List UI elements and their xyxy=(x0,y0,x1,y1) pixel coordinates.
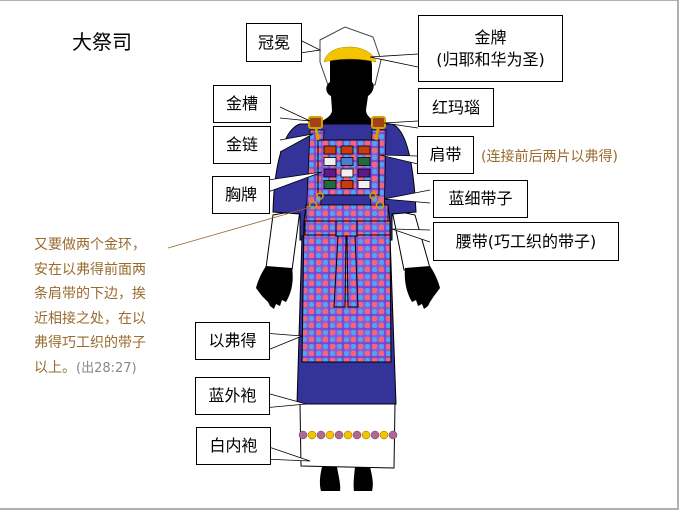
left-white-sleeve xyxy=(265,209,301,271)
breastplate-stone xyxy=(357,168,371,178)
gold-plate-shape xyxy=(323,46,377,63)
gold-ring-ephod-left xyxy=(308,200,318,210)
gold-chain-right xyxy=(374,128,380,141)
label-shoulder-piece: 肩带 xyxy=(417,136,474,174)
gold-ring-bp-left xyxy=(316,192,324,200)
label-blue-cord: 蓝细带子 xyxy=(433,180,528,218)
ephod-top-band xyxy=(305,204,389,223)
breastplate-stone xyxy=(340,180,354,189)
breastplate-stone xyxy=(340,145,354,155)
label-breastplate: 胸牌 xyxy=(212,176,270,214)
waistband-knot xyxy=(335,220,358,237)
note-line: 弗得巧工织的带子 xyxy=(34,335,146,351)
label-crown: 冠冕 xyxy=(246,23,302,62)
breastplate-stone xyxy=(357,145,371,155)
head-silhouette xyxy=(315,47,380,124)
waistband-tail-left xyxy=(333,235,347,308)
gold-ring-ephod-right xyxy=(375,200,385,210)
label-onyx: 红玛瑙 xyxy=(418,88,494,127)
onyx-left xyxy=(308,116,323,129)
shoulder-piece-note: (连接前后两片以弗得) xyxy=(481,149,618,165)
note-line: 安在以弗得前面两 xyxy=(34,261,146,278)
left-hand xyxy=(256,266,293,309)
breastplate-stone xyxy=(340,157,354,166)
note-line: 条肩带的下边，挨 xyxy=(34,286,146,302)
gold-ring-bp-right xyxy=(369,192,377,200)
callout-leaders xyxy=(262,39,431,462)
note-line: 近相接之处，在以 xyxy=(34,310,146,327)
breastplate-stones xyxy=(323,145,371,189)
label-ephod: 以弗得 xyxy=(195,322,270,360)
note-leader xyxy=(167,206,312,249)
label-white-tunic: 白内袍 xyxy=(196,427,271,465)
onyx-right xyxy=(371,116,386,129)
breastplate-stone xyxy=(357,157,371,166)
label-blue-robe: 蓝外袍 xyxy=(195,377,270,415)
label-gold-setting: 金槽 xyxy=(213,85,271,123)
breastplate-stone xyxy=(323,168,337,178)
label-waistband: 腰带(巧工织的带子) xyxy=(433,222,619,261)
right-foot xyxy=(353,467,373,491)
breastplate-stone xyxy=(323,180,337,189)
label-gold-plate: 金牌 (归耶和华为圣) xyxy=(418,15,563,82)
waistband-tail-right xyxy=(346,235,359,308)
breastplate-stone xyxy=(357,180,371,189)
right-hand xyxy=(404,266,440,309)
breastplate-stone xyxy=(340,168,354,178)
label-gold-chain: 金链 xyxy=(213,126,271,164)
scripture-note: 又要做两个金环， 安在以弗得前面两 条肩带的下边，挨 近相接之处，在以 弗得巧工… xyxy=(34,233,146,381)
left-foot xyxy=(319,467,341,491)
hem-bells-and-pomegranates xyxy=(298,430,398,440)
gold-chain-left xyxy=(314,128,320,141)
note-line: 以上。(出28:27) xyxy=(34,359,137,376)
breastplate-stone xyxy=(323,157,337,166)
note-citation: (出28:27) xyxy=(76,360,137,376)
diagram-title: 大祭司 xyxy=(72,30,132,54)
note-line: 又要做两个金环， xyxy=(34,237,146,253)
breastplate-stone xyxy=(323,145,337,155)
